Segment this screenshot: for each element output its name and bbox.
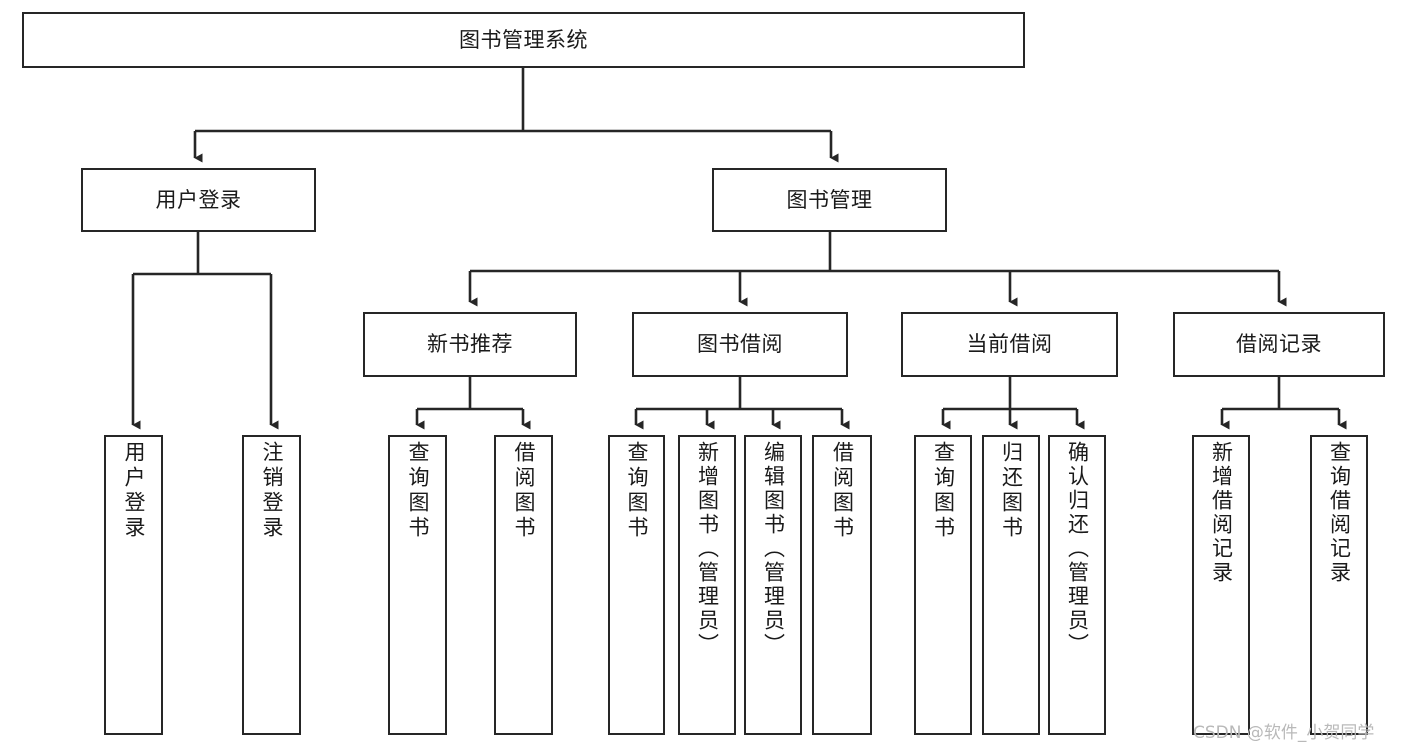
node-current-borrow[interactable]: 当前借阅 [901,312,1118,377]
leaf-lend-book[interactable]: 借阅图书 [812,435,872,735]
node-label: 查询借阅记录 [1327,441,1352,585]
leaf-user-logout[interactable]: 注销登录 [242,435,301,735]
node-label: 借阅图书 [830,441,855,541]
node-label: 借阅图书 [512,441,536,541]
leaf-borrow-book-recommend[interactable]: 借阅图书 [494,435,553,735]
leaf-query-book-current[interactable]: 查询图书 [914,435,972,735]
node-label: 编辑图书（管理员） [761,441,786,657]
node-book-borrow[interactable]: 图书借阅 [632,312,848,377]
node-label: 图书管理 [786,187,873,212]
leaf-user-login[interactable]: 用户登录 [104,435,163,735]
node-label: 图书借阅 [697,332,783,357]
node-label: 查询图书 [406,441,430,541]
node-label: 用户登录 [155,187,242,212]
leaf-edit-book-admin[interactable]: 编辑图书（管理员） [744,435,802,735]
leaf-query-borrow-record[interactable]: 查询借阅记录 [1310,435,1368,735]
leaf-add-book-admin[interactable]: 新增图书（管理员） [678,435,736,735]
node-root-system[interactable]: 图书管理系统 [22,12,1025,68]
node-label: 新书推荐 [427,332,513,357]
node-label: 查询图书 [625,441,649,541]
node-label: 借阅记录 [1236,332,1322,357]
node-label: 新增借阅记录 [1209,441,1234,585]
node-label: 确认归还（管理员） [1065,441,1090,657]
node-user-login[interactable]: 用户登录 [81,168,316,232]
node-label: 查询图书 [931,441,956,541]
node-label: 图书管理系统 [459,27,588,52]
leaf-query-book-borrow[interactable]: 查询图书 [608,435,665,735]
node-new-book-recommend[interactable]: 新书推荐 [363,312,577,377]
node-label: 用户登录 [122,441,146,541]
leaf-confirm-return-admin[interactable]: 确认归还（管理员） [1048,435,1106,735]
node-label: 新增图书（管理员） [695,441,720,657]
node-label: 注销登录 [260,441,284,541]
node-label: 当前借阅 [966,332,1053,357]
leaf-query-book-recommend[interactable]: 查询图书 [388,435,447,735]
csdn-watermark: CSDN @软件_小贺同学 [1193,723,1375,743]
node-book-management[interactable]: 图书管理 [712,168,947,232]
leaf-add-borrow-record[interactable]: 新增借阅记录 [1192,435,1250,735]
node-borrow-record[interactable]: 借阅记录 [1173,312,1385,377]
node-label: 归还图书 [999,441,1024,541]
leaf-return-book[interactable]: 归还图书 [982,435,1040,735]
